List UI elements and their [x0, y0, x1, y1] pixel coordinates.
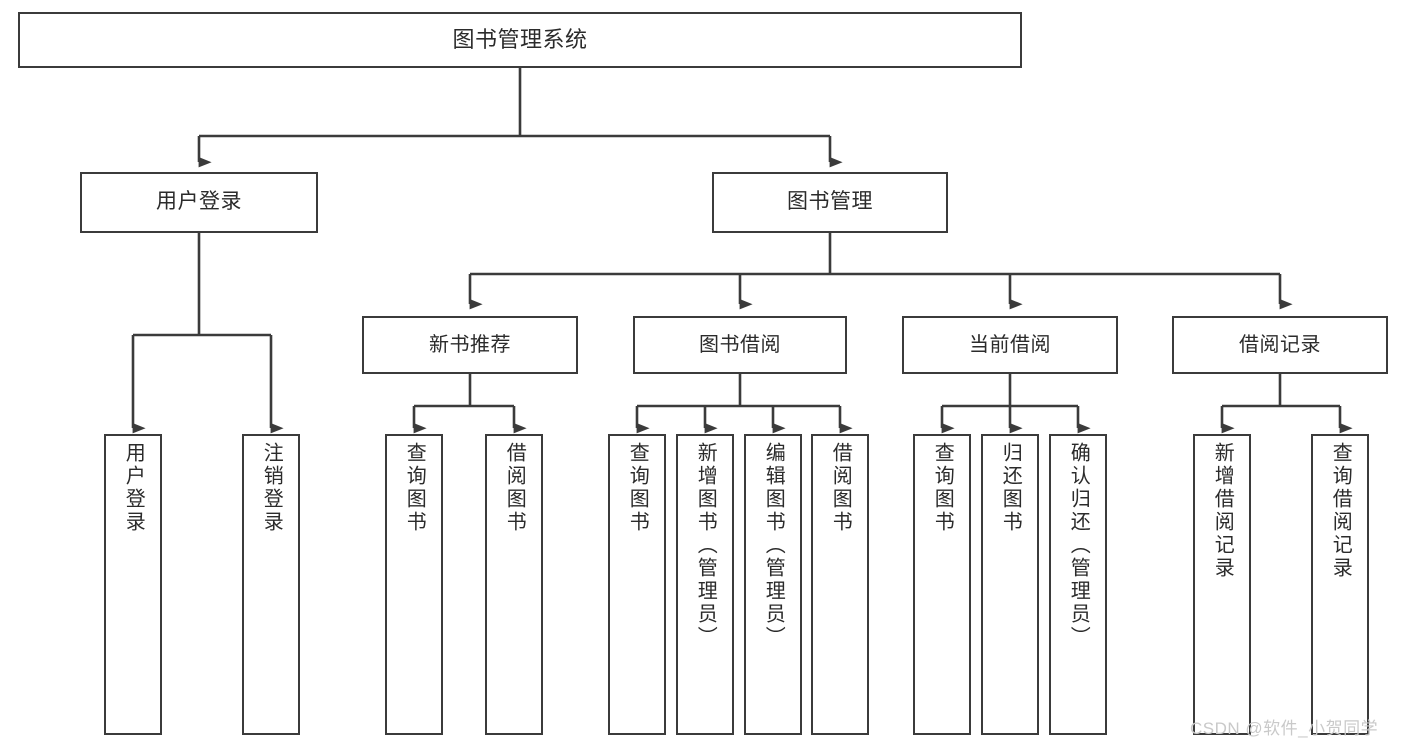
leaf-user-login-logout[interactable]: 注销登录: [242, 434, 300, 735]
node-current-borrow[interactable]: 当前借阅: [902, 316, 1118, 374]
leaf-label: 查询图书: [403, 442, 426, 534]
leaf-borrow-borrow-book[interactable]: 借阅图书: [811, 434, 869, 735]
node-label: 图书管理系统: [452, 27, 588, 53]
node-book-borrow[interactable]: 图书借阅: [633, 316, 847, 374]
leaf-current-confirm-return-admin[interactable]: 确认归还（管理员）: [1049, 434, 1107, 735]
node-label: 当前借阅: [969, 333, 1051, 356]
leaf-label: 借阅图书: [829, 442, 852, 534]
leaf-label: 查询图书: [626, 442, 649, 534]
leaf-borrow-edit-book-admin[interactable]: 编辑图书（管理员）: [744, 434, 802, 735]
watermark-csdn: CSDN @软件_小贺同学: [1190, 719, 1379, 738]
leaf-label: 新增借阅记录: [1211, 442, 1234, 580]
leaf-current-return-book[interactable]: 归还图书: [981, 434, 1039, 735]
node-book-management[interactable]: 图书管理: [712, 172, 948, 233]
leaf-current-query-book[interactable]: 查询图书: [913, 434, 971, 735]
node-root-book-management-system[interactable]: 图书管理系统: [18, 12, 1022, 68]
leaf-label: 查询图书: [931, 442, 954, 534]
node-label: 用户登录: [156, 190, 242, 214]
node-label: 新书推荐: [429, 333, 511, 356]
leaf-label: 编辑图书（管理员）: [762, 442, 785, 649]
leaf-label: 归还图书: [999, 442, 1022, 534]
leaf-borrow-add-book-admin[interactable]: 新增图书（管理员）: [676, 434, 734, 735]
node-label: 图书借阅: [699, 333, 781, 356]
leaf-label: 新增图书（管理员）: [694, 442, 717, 649]
leaf-record-query-borrow-record[interactable]: 查询借阅记录: [1311, 434, 1369, 735]
leaf-user-login-login[interactable]: 用户登录: [104, 434, 162, 735]
leaf-label: 用户登录: [122, 442, 145, 534]
leaf-label: 注销登录: [260, 442, 283, 534]
node-label: 借阅记录: [1239, 333, 1321, 356]
leaf-label: 确认归还（管理员）: [1067, 442, 1090, 649]
leaf-new-book-query-book[interactable]: 查询图书: [385, 434, 443, 735]
node-borrow-record[interactable]: 借阅记录: [1172, 316, 1388, 374]
node-label: 图书管理: [787, 190, 873, 214]
leaf-borrow-query-book[interactable]: 查询图书: [608, 434, 666, 735]
leaf-label: 查询借阅记录: [1329, 442, 1352, 580]
leaf-new-book-borrow-book[interactable]: 借阅图书: [485, 434, 543, 735]
leaf-record-add-borrow-record[interactable]: 新增借阅记录: [1193, 434, 1251, 735]
node-user-login[interactable]: 用户登录: [80, 172, 318, 233]
node-new-book-recommend[interactable]: 新书推荐: [362, 316, 578, 374]
leaf-label: 借阅图书: [503, 442, 526, 534]
